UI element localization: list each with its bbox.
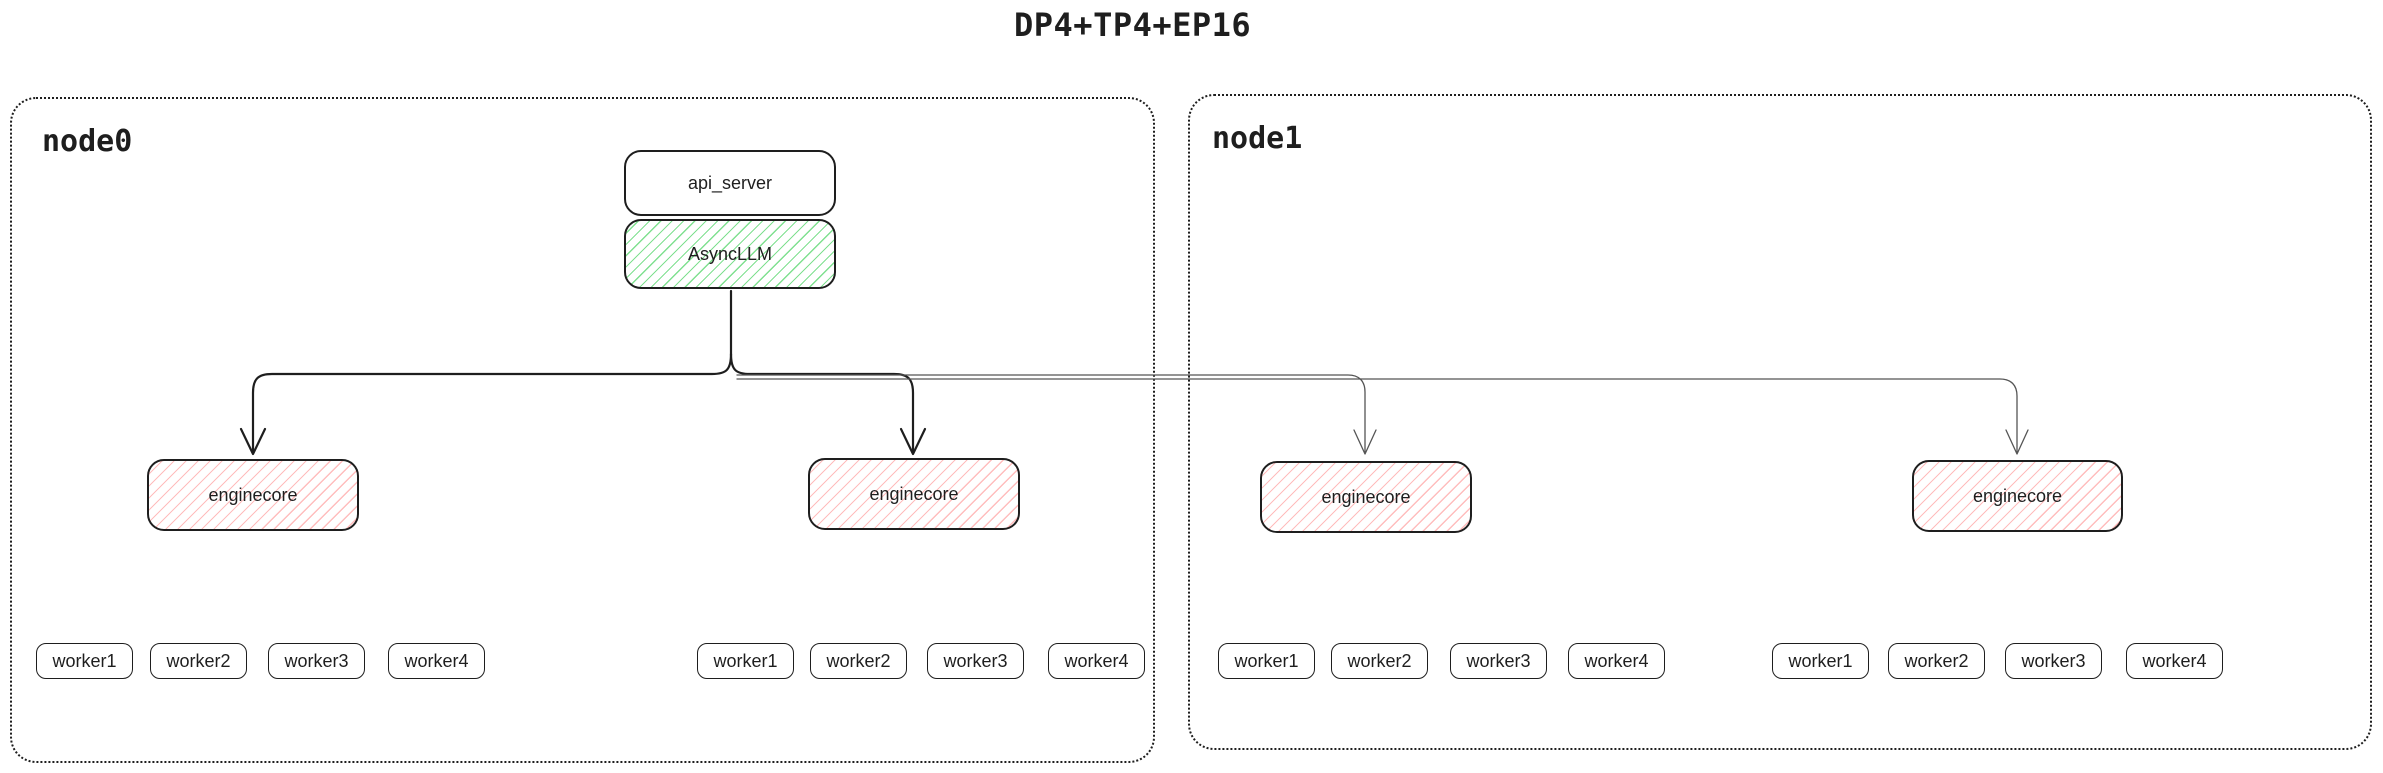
worker-label: worker3	[284, 650, 349, 671]
worker-box: worker3	[2005, 643, 2102, 679]
node0-label: node0	[42, 124, 133, 159]
worker-label: worker1	[1788, 650, 1853, 671]
worker-label: worker1	[1234, 650, 1299, 671]
worker-box: worker2	[1331, 643, 1428, 679]
worker-label: worker4	[1064, 650, 1129, 671]
enginecore-box-1: enginecore	[147, 459, 359, 531]
worker-label: worker3	[943, 650, 1008, 671]
worker-box: worker1	[697, 643, 794, 679]
api-server-label: api_server	[687, 172, 773, 193]
worker-box: worker3	[1450, 643, 1547, 679]
enginecore-box-4: enginecore	[1912, 460, 2123, 532]
worker-label: worker4	[404, 650, 469, 671]
worker-label: worker2	[1347, 650, 1412, 671]
worker-box: worker1	[1218, 643, 1315, 679]
worker-label: worker1	[52, 650, 117, 671]
worker-box: worker4	[1048, 643, 1145, 679]
worker-box: worker2	[150, 643, 247, 679]
enginecore-box-2: enginecore	[808, 458, 1020, 530]
worker-label: worker2	[1904, 650, 1969, 671]
worker-box: worker4	[388, 643, 485, 679]
worker-box: worker2	[810, 643, 907, 679]
diagram-title: DP4+TP4+EP16	[1014, 6, 1252, 44]
enginecore-box-3: enginecore	[1260, 461, 1472, 533]
worker-label: worker2	[166, 650, 231, 671]
worker-box: worker3	[268, 643, 365, 679]
worker-label: worker4	[2142, 650, 2207, 671]
worker-box: worker4	[2126, 643, 2223, 679]
enginecore-label: enginecore	[1321, 486, 1411, 507]
asyncllm-box: AsyncLLM	[624, 219, 836, 289]
asyncllm-label: AsyncLLM	[687, 243, 773, 264]
worker-box: worker4	[1568, 643, 1665, 679]
worker-box: worker1	[1772, 643, 1869, 679]
worker-label: worker3	[1466, 650, 1531, 671]
worker-label: worker1	[713, 650, 778, 671]
enginecore-label: enginecore	[869, 483, 959, 504]
worker-label: worker4	[1584, 650, 1649, 671]
worker-box: worker2	[1888, 643, 1985, 679]
enginecore-label: enginecore	[208, 484, 298, 505]
worker-label: worker2	[826, 650, 891, 671]
worker-box: worker3	[927, 643, 1024, 679]
worker-label: worker3	[2021, 650, 2086, 671]
worker-box: worker1	[36, 643, 133, 679]
api-server-box: api_server	[624, 150, 836, 216]
node1-label: node1	[1212, 121, 1303, 156]
enginecore-label: enginecore	[1972, 485, 2063, 506]
